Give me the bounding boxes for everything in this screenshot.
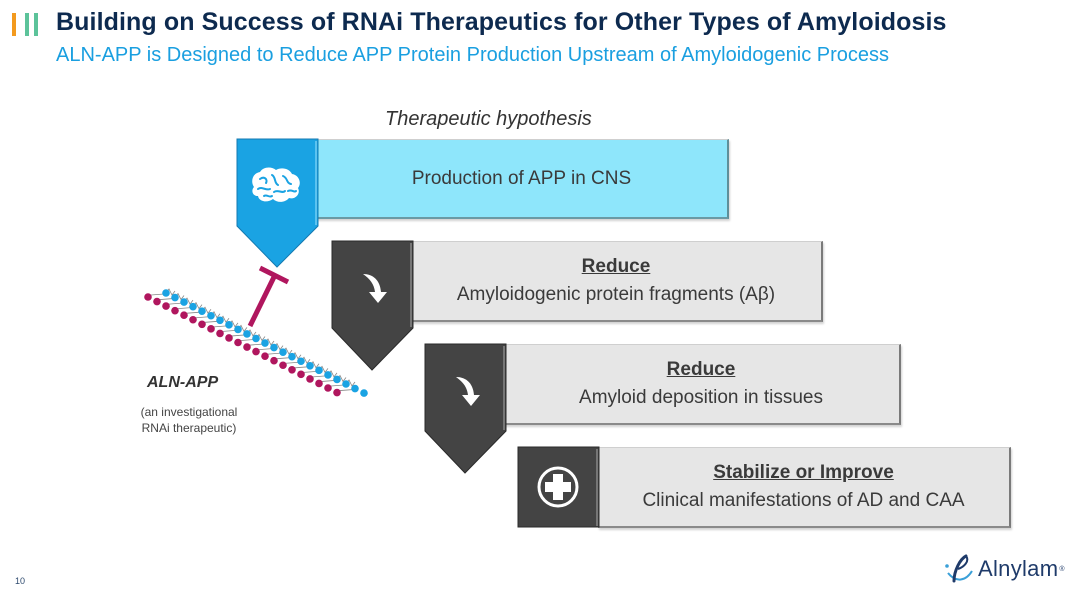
rna-bead-magenta <box>297 370 305 379</box>
rna-bead-magenta <box>288 366 296 374</box>
rna-bead-magenta <box>216 329 224 338</box>
step-1-box: Production of APP in CNS <box>316 139 729 219</box>
step-4-icon-box <box>517 446 600 528</box>
rna-bead-blue <box>198 307 206 315</box>
rna-bead-magenta <box>144 293 152 301</box>
rna-bead-magenta <box>171 306 179 315</box>
rna-bead-magenta <box>225 334 233 342</box>
accent-bar-green-2 <box>34 13 38 36</box>
rna-bead-blue <box>243 330 251 338</box>
rna-bead-magenta <box>324 384 332 392</box>
step-4-heading: Stabilize or Improve <box>713 462 894 483</box>
rna-bead-blue <box>225 321 233 329</box>
rna-bead-blue <box>180 298 188 306</box>
logo-registered-mark: ® <box>1059 565 1065 573</box>
rna-bead-magenta <box>234 338 242 347</box>
step-1-text: Production of APP in CNS <box>411 167 632 189</box>
rna-bead-blue <box>333 375 341 384</box>
rna-bead-blue <box>234 325 242 334</box>
rna-bead-blue <box>342 380 350 388</box>
rna-bead-blue <box>189 302 197 311</box>
rna-bead-blue <box>270 343 278 352</box>
rna-bead-blue <box>162 289 170 297</box>
rna-bead-magenta <box>333 388 341 397</box>
rna-bead-magenta <box>180 311 188 319</box>
accent-bar-orange <box>12 13 16 36</box>
drug-description-line-2: RNAi therapeutic) <box>141 421 237 435</box>
page-number: 10 <box>15 576 26 586</box>
rna-bead-blue <box>216 316 224 325</box>
rna-bead-blue <box>288 352 296 361</box>
step-2-text: Amyloidogenic protein fragments (Aβ) <box>456 284 776 305</box>
inhibition-icon <box>247 265 290 328</box>
step-2-box: Reduce Amyloidogenic protein fragments (… <box>411 241 823 322</box>
step-4-text: Clinical manifestations of AD and CAA <box>642 490 965 511</box>
drug-description-line-1: (an investigational <box>140 405 238 419</box>
brain-icon <box>252 167 300 202</box>
rna-bead-blue <box>351 384 359 393</box>
rna-bead-blue <box>315 366 323 375</box>
slide-title: Building on Success of RNAi Therapeutics… <box>56 8 947 36</box>
logo-text: Alnylam <box>978 556 1059 581</box>
rna-bead-magenta <box>153 297 161 306</box>
rna-bead-magenta <box>198 320 206 329</box>
step-3-chevron <box>424 343 507 474</box>
company-logo: Alnylam® <box>942 553 1065 585</box>
rna-bead-blue <box>306 362 314 370</box>
rna-bead-magenta <box>306 375 314 383</box>
accent-bar-green-1 <box>25 13 29 36</box>
step-1-chevron <box>236 138 319 268</box>
rna-bead-magenta <box>162 302 170 310</box>
rna-bead-magenta <box>243 343 251 351</box>
drug-description: (an investigational RNAi therapeutic) <box>124 404 254 436</box>
hypothesis-label: Therapeutic hypothesis <box>385 108 592 130</box>
rna-bead-magenta <box>270 356 278 365</box>
logo-mark-icon <box>945 554 973 583</box>
rna-bead-magenta <box>252 347 260 356</box>
rna-backbone <box>150 288 356 391</box>
curved-arrow-down-icon <box>363 274 387 303</box>
step-3-text: Amyloid deposition in tissues <box>579 387 823 408</box>
rna-bead-blue <box>279 348 287 356</box>
step-2-chevron <box>331 240 414 371</box>
rna-bead-blue <box>252 334 260 343</box>
rna-bead-blue <box>207 311 215 320</box>
rna-bead-blue <box>171 293 179 302</box>
rna-bead-magenta <box>261 352 269 360</box>
rna-duplex-icon <box>144 288 368 397</box>
step-3-heading: Reduce <box>666 359 736 380</box>
rna-bead-blue <box>324 371 332 379</box>
step-2-heading: Reduce <box>581 256 651 277</box>
rna-bead-magenta <box>207 325 215 333</box>
slide-subtitle: ALN-APP is Designed to Reduce APP Protei… <box>56 44 890 66</box>
rna-bead-magenta <box>279 361 287 370</box>
rna-bead-blue <box>360 389 368 397</box>
rna-bead-magenta <box>189 315 197 324</box>
curved-arrow-down-icon <box>456 377 480 406</box>
drug-name-label: ALN-APP <box>147 374 219 391</box>
rna-bead-blue <box>261 339 269 347</box>
step-3-box: Reduce Amyloid deposition in tissues <box>503 344 901 425</box>
medical-plus-icon <box>537 466 579 508</box>
rna-bead-magenta <box>315 379 323 388</box>
rna-bead-blue <box>297 357 305 366</box>
step-4-box: Stabilize or Improve Clinical manifestat… <box>598 447 1011 528</box>
